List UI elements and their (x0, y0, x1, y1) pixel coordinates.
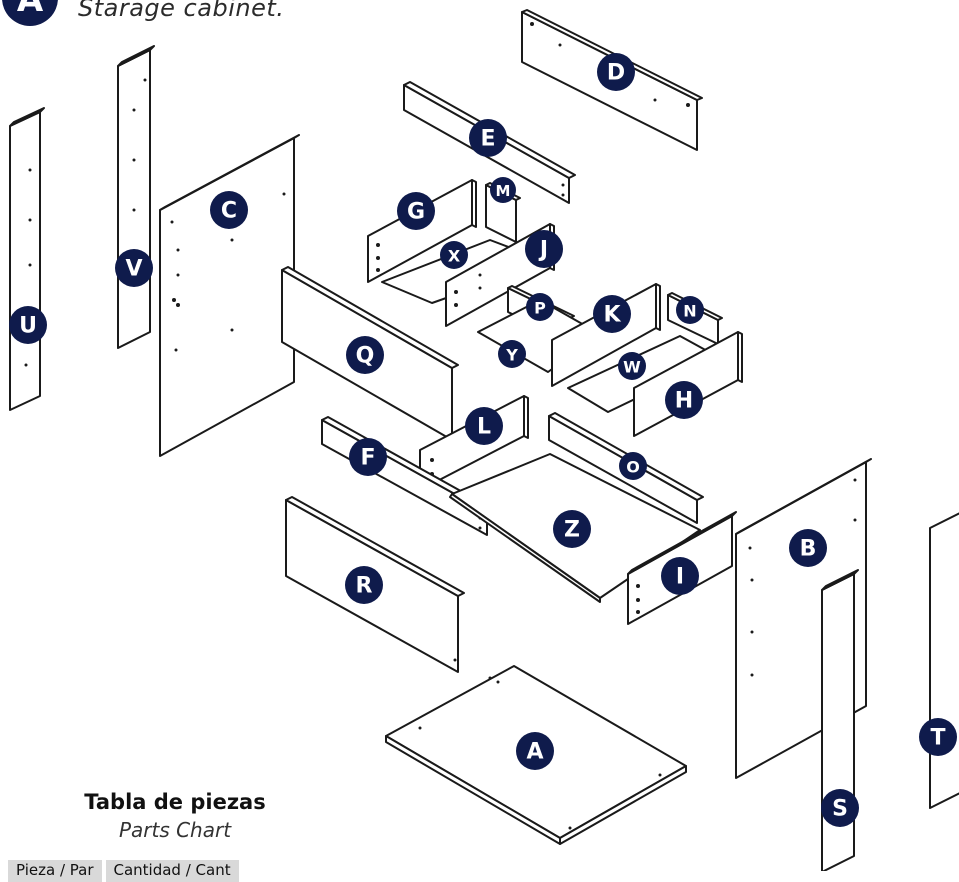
svg-text:V: V (125, 257, 142, 282)
header-caption: Starage cabinet. (78, 0, 285, 22)
label-a: A (516, 732, 554, 770)
label-n: N (676, 296, 704, 324)
label-j: J (525, 230, 563, 268)
svg-text:T: T (930, 726, 945, 751)
label-q: Q (346, 336, 384, 374)
label-z: Z (553, 510, 591, 548)
svg-text:W: W (623, 358, 641, 377)
svg-text:F: F (360, 446, 375, 471)
svg-text:X: X (448, 247, 461, 266)
part-u (9, 107, 45, 411)
label-x: X (440, 241, 468, 269)
part-v (117, 45, 155, 349)
label-e: E (469, 119, 507, 157)
parts-chart-title: Tabla de piezas (84, 790, 266, 814)
parts-chart-col-part: Pieza / Par (8, 860, 102, 882)
label-o: O (619, 452, 647, 480)
label-y: Y (498, 340, 526, 368)
label-p: P (526, 293, 554, 321)
parts-chart-header-row: Pieza / Par Cantidad / Cant (8, 860, 239, 882)
svg-text:J: J (538, 238, 548, 263)
svg-text:H: H (675, 389, 693, 414)
label-l: L (465, 407, 503, 445)
svg-text:C: C (221, 199, 237, 224)
svg-text:P: P (534, 299, 546, 318)
part-t (929, 512, 959, 809)
label-m: M (490, 177, 516, 203)
svg-text:L: L (477, 415, 491, 440)
svg-text:Z: Z (564, 518, 580, 543)
label-c: C (210, 191, 248, 229)
label-b: B (789, 529, 827, 567)
svg-text:D: D (607, 61, 625, 86)
svg-text:U: U (19, 314, 37, 339)
label-k: K (593, 295, 631, 333)
svg-text:A: A (526, 740, 543, 765)
label-u: U (9, 306, 47, 344)
svg-text:R: R (356, 574, 373, 599)
label-r: R (345, 566, 383, 604)
svg-text:Q: Q (356, 344, 375, 369)
label-w: W (618, 352, 646, 380)
label-s: S (821, 789, 859, 827)
svg-text:B: B (800, 537, 817, 562)
svg-text:E: E (480, 127, 495, 152)
label-f: F (349, 438, 387, 476)
svg-text:O: O (626, 458, 640, 477)
svg-text:M: M (496, 182, 511, 200)
label-g: G (397, 192, 435, 230)
svg-text:N: N (683, 302, 696, 321)
svg-text:G: G (407, 200, 425, 225)
label-i: I (661, 557, 699, 595)
svg-text:Y: Y (505, 346, 518, 365)
label-h: H (665, 381, 703, 419)
part-c (159, 134, 300, 457)
label-t: T (919, 718, 957, 756)
part-g (367, 179, 477, 283)
label-d: D (597, 53, 635, 91)
svg-text:K: K (603, 303, 621, 328)
parts-chart-col-qty: Cantidad / Cant (105, 860, 239, 882)
svg-text:S: S (832, 797, 848, 822)
svg-text:I: I (676, 565, 684, 590)
parts-chart-subtitle: Parts Chart (118, 818, 232, 842)
label-v: V (115, 249, 153, 287)
